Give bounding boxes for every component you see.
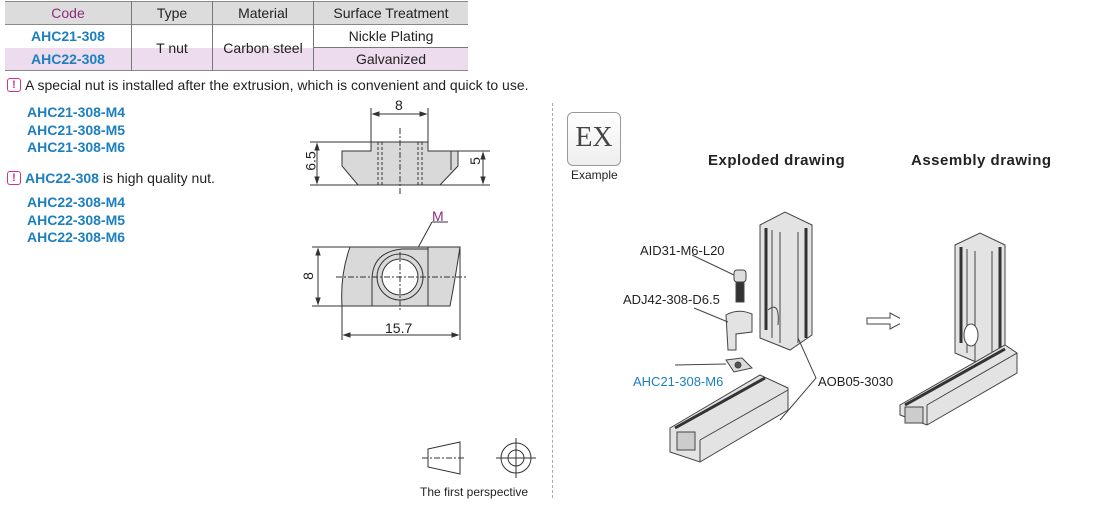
part-list-ahc21: AHC21-308-M4 AHC21-308-M5 AHC21-308-M6 bbox=[27, 104, 125, 157]
dim-top-width: 8 bbox=[395, 97, 403, 113]
col-header-material: Material bbox=[212, 1, 314, 25]
dim-flange-height: 5 bbox=[466, 157, 483, 165]
callout-bracket: ADJ42-308-D6.5 bbox=[623, 292, 720, 307]
example-badge-text: EX bbox=[575, 122, 613, 153]
part-number: AHC21-308-M4 bbox=[27, 104, 126, 120]
thread-label: M bbox=[432, 208, 444, 224]
col-header-surface: Surface Treatment bbox=[313, 1, 468, 25]
projection-caption: The first perspective bbox=[420, 485, 529, 499]
cell-surface: Galvanized bbox=[313, 47, 468, 71]
spec-table: Code Type Material Surface Treatment AHC… bbox=[5, 1, 468, 71]
callout-bolt: AID31-M6-L20 bbox=[640, 243, 725, 258]
dim-width: 8 bbox=[299, 272, 316, 280]
table-header-row: Code Type Material Surface Treatment bbox=[5, 1, 468, 25]
callout-nut: AHC21-308-M6 bbox=[633, 374, 724, 389]
part-number: AHC22-308-M4 bbox=[27, 194, 126, 210]
warning-icon: ! bbox=[7, 171, 21, 185]
assembly-drawing-title: Assembly drawing bbox=[911, 152, 1052, 169]
col-header-type: Type bbox=[131, 1, 213, 25]
col-header-code: Code bbox=[51, 5, 85, 21]
cell-material: Carbon steel bbox=[212, 24, 314, 71]
dim-total-height: 6.5 bbox=[302, 151, 319, 171]
example-badge-icon: EX bbox=[567, 112, 621, 166]
assembly-drawing bbox=[899, 232, 1018, 426]
exploded-drawing bbox=[669, 211, 900, 463]
top-view-drawing bbox=[312, 221, 466, 340]
section-divider bbox=[552, 103, 553, 498]
part-number: AHC22-308-M5 bbox=[27, 211, 126, 228]
dim-length: 15.7 bbox=[385, 320, 413, 336]
note-code: AHC22-308 bbox=[25, 170, 99, 186]
warning-icon: ! bbox=[7, 78, 21, 92]
cell-code: AHC22-308 bbox=[31, 50, 105, 67]
note-installation: ! A special nut is installed after the e… bbox=[7, 77, 529, 93]
part-number: AHC21-308-M5 bbox=[27, 121, 126, 138]
cell-code: AHC21-308 bbox=[31, 28, 105, 45]
cell-type: T nut bbox=[131, 24, 213, 71]
callout-profile: AOB05-3030 bbox=[818, 374, 894, 389]
exploded-drawing-title: Exploded drawing bbox=[708, 152, 846, 169]
note-text: is high quality nut. bbox=[98, 170, 215, 186]
first-angle-projection-icon bbox=[422, 438, 536, 478]
part-number: AHC21-308-M6 bbox=[27, 139, 126, 155]
example-caption: Example bbox=[571, 168, 618, 182]
note-quality: ! AHC22-308 is high quality nut. bbox=[7, 170, 215, 186]
note-text: A special nut is installed after the ext… bbox=[25, 77, 529, 93]
front-view-drawing bbox=[310, 108, 490, 194]
part-list-ahc22: AHC22-308-M4 AHC22-308-M5 AHC22-308-M6 bbox=[27, 194, 125, 247]
cell-surface: Nickle Plating bbox=[313, 24, 468, 48]
table-row: AHC21-308 T nut Carbon steel Nickle Plat… bbox=[5, 24, 468, 71]
part-number: AHC22-308-M6 bbox=[27, 229, 126, 245]
